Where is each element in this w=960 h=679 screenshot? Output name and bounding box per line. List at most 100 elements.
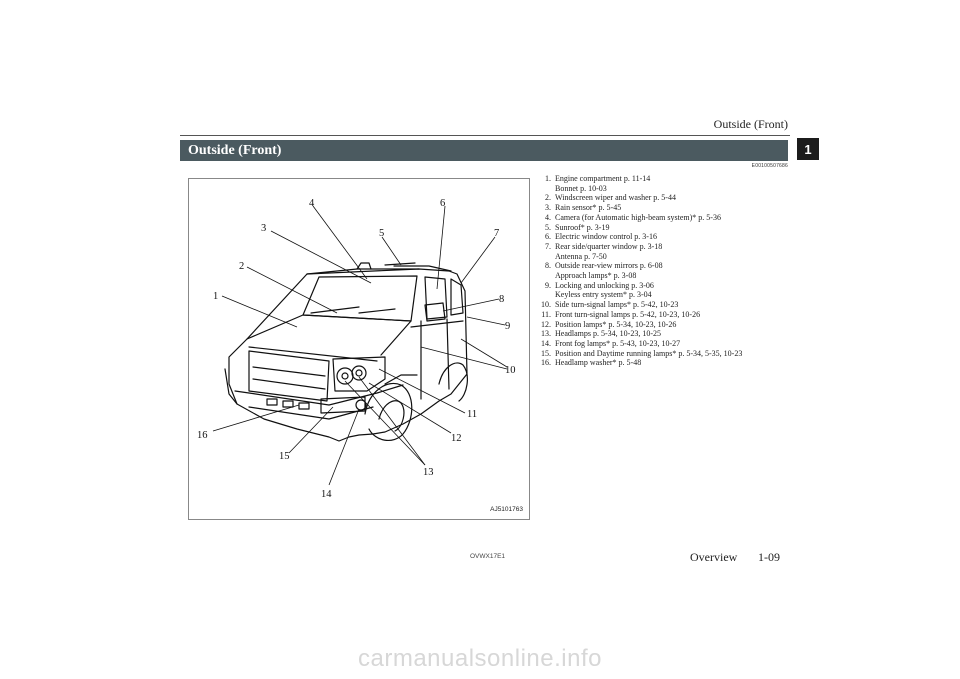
- callout-4: 4: [309, 198, 315, 209]
- parts-list-item: 13. Headlamps p. 5-34, 10-23, 10-25: [536, 329, 786, 339]
- parts-list-item: 9. Locking and unlocking p. 3-06: [536, 281, 786, 291]
- vehicle-illustration: 1 2 3 4 5 6 7 8 9 10 11 12 13 14 15 16: [197, 198, 516, 500]
- parts-item-number: 4.: [545, 212, 551, 222]
- leader-13a: [358, 376, 426, 466]
- parts-item-number: 6.: [545, 232, 551, 242]
- parts-list-item: 2. Windscreen wiper and washer p. 5-44: [536, 193, 786, 203]
- parts-item-number: 3.: [545, 203, 551, 213]
- leader-3: [270, 230, 372, 284]
- parts-item-text: Front turn-signal lamps p. 5-42, 10-23, …: [555, 309, 701, 319]
- parts-list-item: 8. Outside rear-view mirrors p. 6-08: [536, 261, 786, 271]
- vehicle-figure: 1 2 3 4 5 6 7 8 9 10 11 12 13 14 15 16 A…: [188, 178, 530, 520]
- parts-list-item: 11.Front turn-signal lamps p. 5-42, 10-2…: [536, 310, 786, 320]
- headlamp-housing: [332, 356, 386, 392]
- parts-item-text: Rear side/quarter window p. 3-18: [555, 241, 663, 251]
- leader-10b: [420, 346, 508, 370]
- parts-list-item: 1. Engine compartment p. 11-14: [536, 174, 786, 184]
- windscreen: [302, 275, 418, 322]
- callout-12: 12: [451, 433, 462, 444]
- parts-list-item: 12. Position lamps* p. 5-34, 10-23, 10-26: [536, 320, 786, 330]
- callout-8: 8: [499, 294, 504, 305]
- chapter-tab: 1: [797, 138, 819, 160]
- parts-item-number: 13.: [541, 329, 551, 339]
- callout-6: 6: [440, 198, 445, 209]
- watermark: carmanualsonline.info: [358, 645, 602, 672]
- figure-code: AJ5101763: [490, 506, 523, 513]
- parts-item-text: Locking and unlocking p. 3-06: [555, 280, 654, 290]
- leader-7: [460, 236, 496, 284]
- callout-14: 14: [321, 489, 332, 500]
- parts-item-text: Side turn-signal lamps* p. 5-42, 10-23: [555, 300, 679, 310]
- parts-item-number: 10.: [541, 300, 551, 310]
- parts-item-text: Front fog lamps* p. 5-43, 10-23, 10-27: [555, 338, 681, 348]
- leader-12: [368, 382, 452, 434]
- parts-list-item: 6. Electric window control p. 3-16: [536, 232, 786, 242]
- leader-5: [381, 236, 402, 266]
- leader-6: [436, 205, 446, 290]
- callout-15: 15: [279, 451, 290, 462]
- parts-list-item: 15. Position and Daytime running lamps* p…: [536, 349, 786, 359]
- parts-list-item: 7. Rear side/quarter window p. 3-18: [536, 242, 786, 252]
- parts-item-text: Sunroof* p. 3-19: [555, 222, 610, 232]
- parts-list-item: 14. Front fog lamps* p. 5-43, 10-23, 10-2…: [536, 339, 786, 349]
- leader-16: [212, 404, 300, 432]
- callout-2: 2: [239, 261, 244, 272]
- parts-list-item: 4. Camera (for Automatic high-beam system…: [536, 213, 786, 223]
- parts-item-text: Headlamps p. 5-34, 10-23, 10-25: [555, 329, 661, 339]
- parts-item-number: 12.: [541, 319, 551, 329]
- parts-item-text: Windscreen wiper and washer p. 5-44: [555, 193, 676, 203]
- document-code: OVWX17E1: [470, 553, 506, 560]
- running-header: Outside (Front): [713, 117, 788, 131]
- parts-item-number: 2.: [545, 193, 551, 203]
- callout-11: 11: [467, 409, 477, 420]
- header-rule: [180, 135, 790, 136]
- leader-10a: [460, 338, 508, 368]
- callout-13: 13: [423, 467, 434, 478]
- parts-item-subtext: Keyless entry system* p. 3-04: [555, 290, 652, 300]
- leader-1: [221, 295, 298, 328]
- vehicle-body-outline: [228, 268, 468, 442]
- parts-item-number: 14.: [541, 338, 551, 348]
- leader-11: [378, 368, 466, 414]
- parts-item-text: Camera (for Automatic high-beam system)*…: [555, 212, 721, 222]
- front-wheel: [364, 382, 413, 442]
- leader-9: [466, 316, 506, 326]
- parts-item-text: Outside rear-view mirrors p. 6-08: [555, 261, 663, 271]
- callout-16: 16: [197, 430, 208, 441]
- leader-13b: [344, 380, 426, 466]
- callout-10: 10: [505, 365, 516, 376]
- parts-list-item: 3. Rain sensor* p. 5-45: [536, 203, 786, 213]
- parts-item-text: Rain sensor* p. 5-45: [555, 203, 622, 213]
- footer-section: Overview: [690, 550, 738, 564]
- callout-1: 1: [213, 291, 218, 302]
- parts-item-text: Position lamps* p. 5-34, 10-23, 10-26: [555, 319, 677, 329]
- parts-item-subtext: Approach lamps* p. 3-08: [555, 271, 637, 281]
- parts-item-text: Headlamp washer* p. 5-48: [555, 358, 642, 368]
- section-code: E00100507686: [751, 163, 788, 169]
- parts-item-number: 9.: [545, 280, 551, 290]
- parts-item-text: Electric window control p. 3-16: [555, 232, 657, 242]
- footer-page-number: 1-09: [758, 550, 780, 564]
- parts-item-number: 7.: [545, 241, 551, 251]
- parts-list-item: 16. Headlamp washer* p. 5-48: [536, 358, 786, 368]
- callout-9: 9: [505, 321, 510, 332]
- parts-item-number: 8.: [545, 261, 551, 271]
- parts-item-text: Position and Daytime running lamps* p. 5…: [555, 348, 743, 358]
- parts-item-number: 1.: [545, 174, 551, 183]
- leader-4: [312, 205, 368, 280]
- side-mirror: [424, 302, 446, 322]
- parts-item-subtext: Antenna p. 7-50: [555, 251, 607, 261]
- parts-item-text: Engine compartment p. 11-14: [555, 174, 651, 183]
- parts-item-number: 16.: [541, 358, 551, 368]
- parts-item-number: 15.: [541, 348, 551, 358]
- callout-5: 5: [379, 228, 384, 239]
- parts-list-item: 10. Side turn-signal lamps* p. 5-42, 10-2…: [536, 300, 786, 310]
- section-title: Outside (Front): [180, 140, 788, 161]
- rear-quarter-window: [450, 278, 464, 316]
- callout-3: 3: [261, 223, 266, 234]
- leader-14: [328, 408, 360, 486]
- leader-2: [246, 266, 338, 314]
- rear-wheel: [438, 362, 468, 402]
- parts-item-subtext: Bonnet p. 10-03: [555, 183, 607, 193]
